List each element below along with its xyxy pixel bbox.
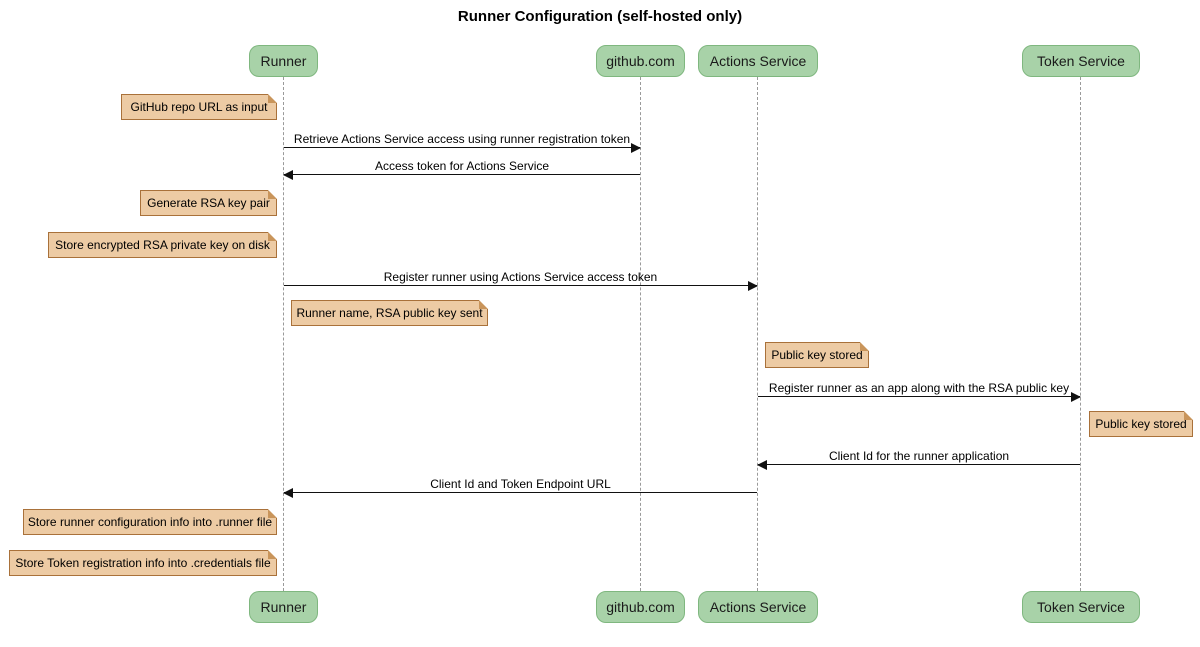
message-label: Access token for Actions Service [374,159,550,173]
participant-token-service-top: Token Service [1022,45,1140,77]
message-label: Retrieve Actions Service access using ru… [293,132,631,146]
arrowhead-left-icon [283,170,293,180]
participant-label: Actions Service [709,599,807,615]
message-client-id-endpoint: Client Id and Token Endpoint URL [283,477,757,498]
lifeline-github [640,77,641,591]
note-fold-icon [860,342,869,351]
participant-github-top: github.com [596,45,685,77]
message-arrow [758,392,1081,402]
message-access-token: Access token for Actions Service [283,159,640,180]
note-store-credentials-file: Store Token registration info into .cred… [9,550,277,576]
note-label: Public key stored [1095,417,1187,431]
lifeline-runner [283,77,284,591]
participant-runner-top: Runner [249,45,318,77]
participant-token-service-bottom: Token Service [1022,591,1140,623]
note-label: Generate RSA key pair [147,196,270,210]
diagram-title: Runner Configuration (self-hosted only) [457,8,743,25]
participant-label: Token Service [1037,599,1125,615]
message-client-id: Client Id for the runner application [757,449,1080,470]
note-store-runner-file: Store runner configuration info into .ru… [23,509,277,535]
note-label: Store Token registration info into .cred… [15,556,271,570]
participant-label: github.com [606,53,675,69]
note-label: Public key stored [771,348,863,362]
note-label: Runner name, RSA public key sent [296,306,483,320]
participant-actions-service-bottom: Actions Service [698,591,818,623]
note-fold-icon [268,550,277,559]
note-public-key-stored-token: Public key stored [1089,411,1193,437]
lifeline-actions-service [757,77,758,591]
note-fold-icon [1184,411,1193,420]
message-arrow [283,488,757,498]
participant-actions-service-top: Actions Service [698,45,818,77]
participant-label: github.com [606,599,675,615]
arrowhead-right-icon [631,143,641,153]
note-fold-icon [479,300,488,309]
message-retrieve-actions-access: Retrieve Actions Service access using ru… [284,132,641,153]
arrowhead-left-icon [283,488,293,498]
note-github-repo-url: GitHub repo URL as input [121,94,277,120]
message-label: Register runner as an app along with the… [768,381,1070,395]
note-label: Store runner configuration info into .ru… [27,515,273,529]
note-fold-icon [268,232,277,241]
note-generate-rsa: Generate RSA key pair [140,190,277,216]
message-register-app: Register runner as an app along with the… [758,381,1081,402]
participant-label: Token Service [1037,53,1125,69]
participant-label: Runner [260,53,307,69]
message-arrow [283,170,640,180]
message-arrow [284,143,641,153]
participant-github-bottom: github.com [596,591,685,623]
arrowhead-right-icon [748,281,758,291]
message-arrow [757,460,1080,470]
message-label: Client Id for the runner application [828,449,1010,463]
lifeline-token-service [1080,77,1081,591]
note-fold-icon [268,190,277,199]
arrowhead-right-icon [1071,392,1081,402]
note-store-private-key: Store encrypted RSA private key on disk [48,232,277,258]
note-fold-icon [268,94,277,103]
arrowhead-left-icon [757,460,767,470]
message-register-runner: Register runner using Actions Service ac… [284,270,758,291]
message-label: Register runner using Actions Service ac… [383,270,658,284]
note-label: GitHub repo URL as input [130,100,268,114]
note-label: Store encrypted RSA private key on disk [55,238,270,252]
message-arrow [284,281,758,291]
message-label: Client Id and Token Endpoint URL [430,477,611,491]
note-fold-icon [268,509,277,518]
participant-label: Actions Service [709,53,807,69]
participant-runner-bottom: Runner [249,591,318,623]
note-runner-name-sent: Runner name, RSA public key sent [291,300,488,326]
participant-label: Runner [260,599,307,615]
note-public-key-stored-actions: Public key stored [765,342,869,368]
